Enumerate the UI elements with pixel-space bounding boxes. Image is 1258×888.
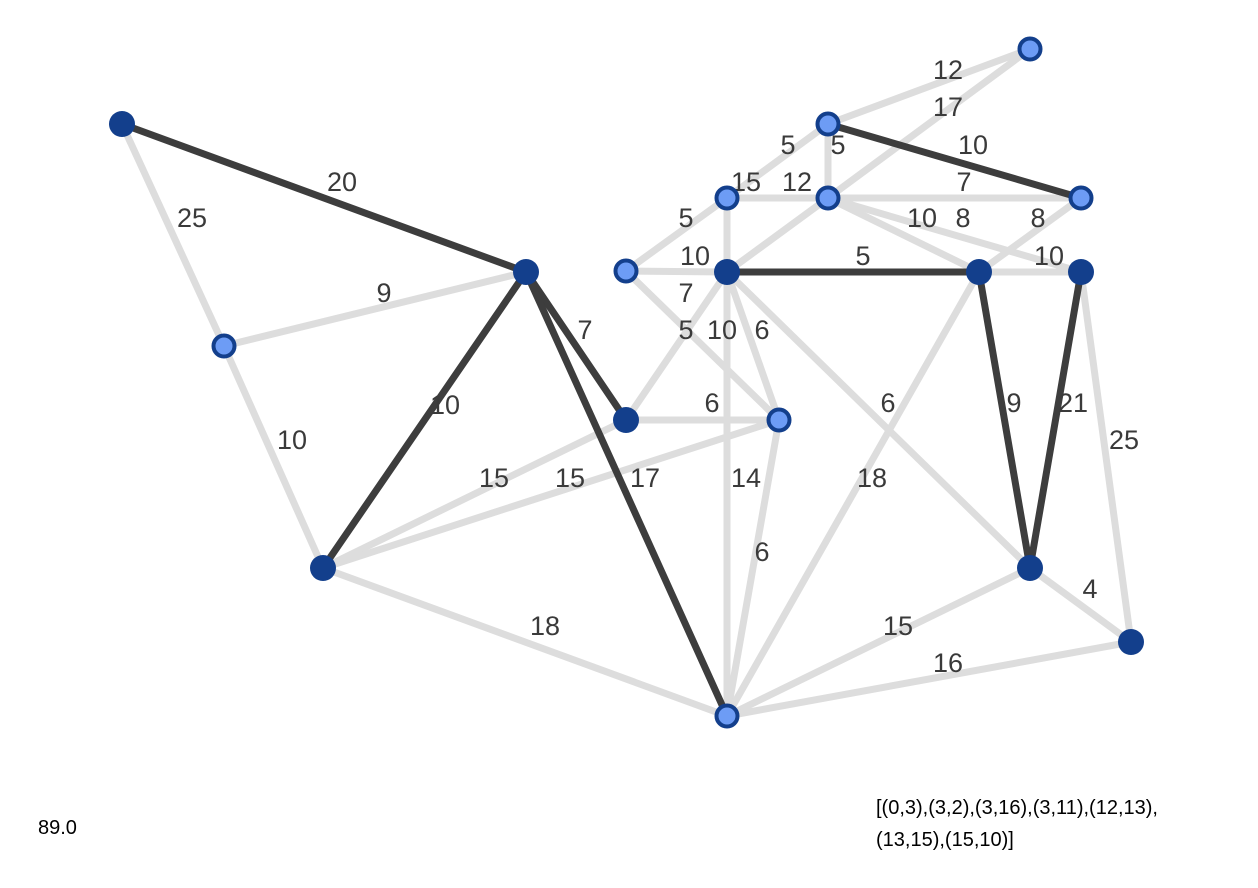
selected-edge-n-b-n-f	[522, 268, 731, 720]
edge-weight-label: 18	[530, 611, 560, 641]
graph-node-light	[714, 703, 740, 729]
graph-node-dark	[513, 259, 539, 285]
edge-n-h-n-r	[723, 268, 1034, 572]
graph-node-light	[613, 258, 639, 284]
edge-n-c-n-d	[220, 342, 327, 572]
edge-n-f-n-q	[723, 638, 1135, 720]
edge-weight-label: 6	[754, 537, 769, 567]
edge-label-layer: 20 25 9 10 10 7 17 15 15 18 6 5 6 14 6 10 7 5 5 15 10 5 12 10 17…	[177, 55, 1139, 678]
edge-n-d-n-g	[319, 416, 783, 572]
graph-node-dark	[1068, 259, 1094, 285]
edge-weight-label: 9	[1006, 388, 1021, 418]
edge-weight-label: 7	[577, 315, 592, 345]
selected-edge-n-b-n-d	[319, 268, 530, 572]
edge-weight-label: 10	[1034, 241, 1064, 271]
total-cost-label: 89.0	[38, 817, 77, 839]
edge-n-d-n-e	[319, 416, 630, 572]
graph-node-dark	[966, 259, 992, 285]
edge-n-e-n-h	[622, 268, 731, 424]
edge-n-g-n-f	[723, 416, 783, 720]
edge-weight-label: 6	[704, 388, 719, 418]
edge-weight-label: 12	[782, 167, 812, 197]
edge-n-c-n-b	[220, 268, 530, 350]
edge-weight-label: 5	[830, 130, 845, 160]
edge-weight-label: 14	[731, 463, 761, 493]
graph-node-dark	[1017, 555, 1043, 581]
edge-n-r-n-q	[1026, 564, 1135, 646]
graph-node-dark	[1118, 629, 1144, 655]
edge-weight-label: 7	[956, 167, 971, 197]
selected-edge-list-line-2: (13,15),(15,10)]	[876, 829, 1014, 851]
edge-weight-label: 10	[277, 425, 307, 455]
graph-node-light	[211, 333, 237, 359]
graph-node-light	[1017, 36, 1043, 62]
graph-node-light	[1068, 185, 1094, 211]
edge-weight-label: 5	[678, 315, 693, 345]
edge-weight-label: 15	[555, 463, 585, 493]
edge-n-p-n-i	[975, 194, 1085, 276]
edge-n-a-n-c	[118, 120, 228, 350]
graph-node-dark	[714, 259, 740, 285]
edge-n-f-n-r	[723, 564, 1034, 720]
graph-node-light	[815, 111, 841, 137]
edge-weight-label: 5	[780, 130, 795, 160]
edge-weight-label: 10	[958, 130, 988, 160]
edge-weight-label: 7	[678, 278, 693, 308]
edge-weight-label: 5	[855, 241, 870, 271]
edge-weight-label: 15	[479, 463, 509, 493]
edge-weight-label: 10	[430, 390, 460, 420]
edge-weight-label: 10	[707, 315, 737, 345]
edge-n-n-n-o	[824, 45, 1034, 202]
graph-node-light	[815, 185, 841, 211]
edge-weight-label: 21	[1058, 388, 1088, 418]
edge-n-l-n-m	[723, 120, 832, 202]
edge-n-h-n-g	[723, 268, 783, 424]
edge-n-n-n-i	[824, 194, 983, 276]
graph-node-light	[714, 185, 740, 211]
edge-weight-label: 10	[907, 203, 937, 233]
edge-n-j-n-q	[1077, 268, 1135, 646]
graph-node-dark	[310, 555, 336, 581]
graph-node-light	[766, 407, 792, 433]
edge-weight-label: 18	[857, 463, 887, 493]
edge-n-d-n-f	[319, 564, 731, 720]
selected-edge-n-b-n-e	[522, 268, 630, 424]
edge-weight-label: 8	[1030, 203, 1045, 233]
edge-weight-label: 12	[933, 55, 963, 85]
selected-edge-list-line-1: [(0,3),(3,2),(3,16),(3,11),(12,13),	[876, 797, 1158, 819]
edge-n-n-n-h	[723, 194, 832, 276]
edge-weight-label: 8	[955, 203, 970, 233]
edge-n-m-n-o	[824, 45, 1034, 128]
edge-n-k-n-h	[622, 267, 731, 276]
edge-weight-label: 15	[883, 611, 913, 641]
graph-node-dark	[613, 407, 639, 433]
edge-weight-label: 25	[1109, 425, 1139, 455]
edge-weight-label: 6	[754, 315, 769, 345]
weighted-graph: 20 25 9 10 10 7 17 15 15 18 6 5 6 14 6 10 7 5 5 15 10 5 12 10 17…	[109, 36, 1144, 729]
edge-weight-label: 16	[933, 648, 963, 678]
edge-weight-label: 10	[680, 241, 710, 271]
selected-edge-n-m-n-p	[824, 120, 1085, 202]
edge-weight-label: 20	[327, 167, 357, 197]
edge-n-n-n-j	[824, 194, 1085, 276]
edge-weight-label: 9	[376, 278, 391, 308]
selected-edge-n-j-n-r	[1026, 268, 1085, 572]
edge-weight-label: 4	[1082, 574, 1097, 604]
edge-weight-label: 25	[177, 203, 207, 233]
edge-layer	[118, 45, 1135, 720]
edge-n-k-n-l	[622, 194, 731, 275]
graph-node-dark	[109, 111, 135, 137]
selected-edge-n-a-n-b	[118, 120, 530, 276]
edge-weight-label: 17	[933, 92, 963, 122]
edge-n-k-n-g	[622, 267, 783, 424]
selected-edge-list: [(0,3),(3,2),(3,16),(3,11),(12,13), (13,…	[876, 792, 1256, 856]
edge-weight-label: 17	[630, 463, 660, 493]
node-layer	[109, 36, 1144, 729]
edge-n-i-n-f	[723, 268, 983, 720]
edge-weight-label: 6	[880, 388, 895, 418]
selected-edge-n-i-n-r	[975, 268, 1034, 572]
edge-weight-label: 5	[678, 203, 693, 233]
